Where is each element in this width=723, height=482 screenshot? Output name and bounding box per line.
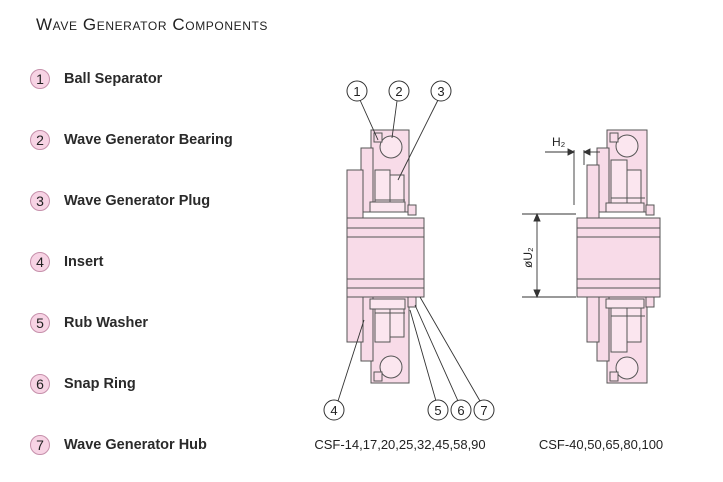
callout-5: 5 (434, 403, 441, 418)
legend-item-wave-generator-bearing: 2 Wave Generator Bearing (30, 127, 233, 153)
legend-label: Ball Separator (64, 71, 163, 87)
arrowhead (533, 212, 541, 222)
lower-ball (379, 355, 403, 379)
callout-1: 1 (353, 84, 360, 99)
callout-group: 1 2 3 4 5 6 7 (323, 80, 495, 421)
legend-item-wave-generator-hub: 7 Wave Generator Hub (30, 432, 207, 458)
lower-snap-slot (369, 298, 406, 310)
lower-snap-slot (605, 298, 645, 309)
lower-insert-block (586, 296, 600, 343)
lower-separator (609, 371, 619, 382)
number-badge: 7 (30, 435, 50, 455)
callout-3: 3 (437, 84, 444, 99)
upper-insert-block (586, 164, 600, 219)
number-badge: 4 (30, 252, 50, 272)
number-badge: 2 (30, 130, 50, 150)
legend-label: Wave Generator Plug (64, 193, 211, 209)
legend-label: Insert (64, 254, 104, 270)
page-title: Wave Generator Components (36, 15, 269, 34)
leader-4 (337, 319, 365, 402)
callout-4: 4 (330, 403, 337, 418)
number-badge: 1 (30, 69, 50, 89)
legend-item-rub-washer: 5 Rub Washer (30, 310, 148, 336)
lower-ball (615, 356, 639, 380)
callout-circle-6 (450, 399, 472, 421)
leader-lines (337, 99, 481, 402)
legend-item-ball-separator: 1 Ball Separator (30, 66, 162, 92)
dimension-u2-label: øU₂ (521, 247, 535, 268)
right-cross-section (576, 129, 661, 384)
legend-item-snap-ring: 6 Snap Ring (30, 371, 136, 397)
lower-washer (645, 296, 655, 308)
left-cross-section (346, 129, 425, 384)
upper-washer (645, 204, 655, 216)
number-badge: 3 (30, 191, 50, 211)
callout-circle-1 (346, 80, 368, 102)
legend-label: Wave Generator Hub (64, 437, 207, 453)
callout-2: 2 (395, 84, 402, 99)
callout-circle-2 (388, 80, 410, 102)
legend-label: Rub Washer (64, 315, 149, 331)
lower-washer (407, 296, 417, 308)
callout-6: 6 (457, 403, 464, 418)
arrowhead (567, 148, 576, 156)
callout-circle-4 (323, 399, 345, 421)
leader-7 (419, 296, 481, 402)
upper-insert-block (346, 169, 364, 221)
leader-1 (359, 99, 379, 141)
callout-circle-7 (473, 399, 495, 421)
arrowhead (582, 148, 591, 156)
number-badge: 5 (30, 313, 50, 333)
dimension-h2-label: H₂ (552, 135, 566, 149)
caption-right: CSF-40,50,65,80,100 (539, 437, 663, 452)
center-hub (576, 217, 661, 298)
upper-washer (407, 204, 417, 216)
upper-separator (609, 132, 619, 143)
callout-circle-3 (430, 80, 452, 102)
leader-2 (391, 100, 398, 139)
legend-item-insert: 4 Insert (30, 249, 104, 275)
legend-label: Wave Generator Bearing (64, 132, 233, 148)
leader-3 (397, 99, 439, 181)
dimension-h2 (545, 148, 600, 205)
upper-snap-slot (369, 201, 406, 213)
lower-separator (373, 371, 383, 382)
callout-7: 7 (480, 403, 487, 418)
legend-item-wave-generator-plug: 3 Wave Generator Plug (30, 188, 210, 214)
legend-label: Snap Ring (64, 376, 136, 392)
dimension-u2 (522, 212, 576, 299)
caption-left: CSF-14,17,20,25,32,45,58,90 (314, 437, 485, 452)
leader-5 (409, 309, 437, 402)
upper-snap-slot (605, 202, 645, 213)
upper-separator (373, 132, 383, 143)
center-hub (346, 217, 425, 298)
arrowhead (533, 289, 541, 299)
number-badge: 6 (30, 374, 50, 394)
upper-ball (379, 135, 403, 159)
upper-ball (615, 134, 639, 158)
callout-circle-5 (427, 399, 449, 421)
leader-6 (414, 304, 459, 402)
lower-insert-block (346, 296, 364, 343)
